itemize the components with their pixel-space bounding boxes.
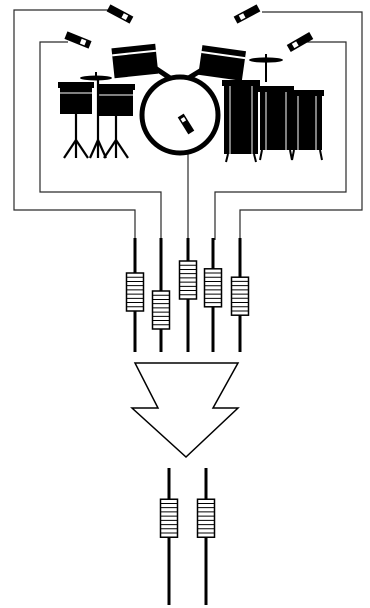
floor-tom-icon xyxy=(222,80,260,163)
fader-icon xyxy=(203,268,223,308)
fader-icon xyxy=(159,498,179,538)
fader-icon xyxy=(151,290,171,330)
input-fader-2 xyxy=(151,238,171,352)
fader-icon xyxy=(178,260,198,300)
floor-tom-icon xyxy=(258,86,294,161)
cable-inner-right xyxy=(214,41,347,240)
cymbal-icon xyxy=(249,54,283,82)
fader-icon xyxy=(196,498,216,538)
output-channel-strip xyxy=(159,468,216,605)
overhead-microphone-icon xyxy=(106,4,134,24)
fader-icon xyxy=(125,272,145,312)
tom-drum-icon xyxy=(111,43,159,79)
output-fader-2 xyxy=(196,468,216,605)
overhead-microphone-icon xyxy=(286,32,314,52)
kick-microphone-icon xyxy=(177,113,195,135)
cymbal-icon xyxy=(80,72,112,81)
input-channel-strip xyxy=(125,238,250,352)
tom-drum-icon xyxy=(198,45,247,81)
input-fader-1 xyxy=(125,238,145,352)
snare-drum-icon xyxy=(290,90,324,161)
overhead-microphone-icon xyxy=(233,4,261,24)
merge-arrow-icon xyxy=(130,362,240,459)
input-fader-5 xyxy=(230,238,250,352)
input-fader-4 xyxy=(203,238,223,352)
cable-outer-left xyxy=(13,9,136,238)
bass-drum-icon xyxy=(139,74,221,156)
output-fader-1 xyxy=(159,468,179,605)
fader-icon xyxy=(230,276,250,316)
cable-inner-left xyxy=(39,41,162,240)
overhead-microphone-icon xyxy=(64,31,92,49)
cable-outer-right xyxy=(239,11,363,240)
tom-drum-icon xyxy=(58,72,135,159)
input-fader-3 xyxy=(178,238,198,352)
